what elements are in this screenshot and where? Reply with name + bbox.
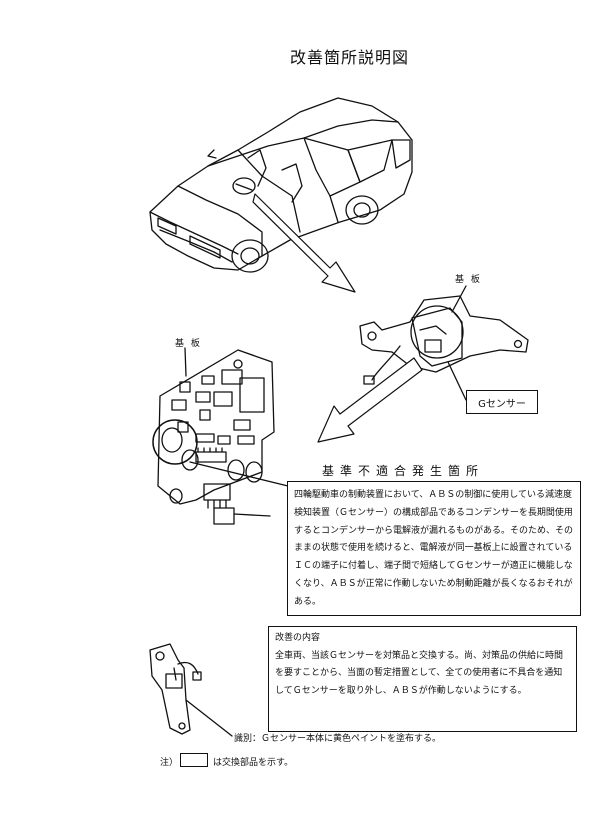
replacement-part-legend-box	[180, 753, 208, 767]
pointer-g-sensor	[447, 361, 467, 401]
leader-identification	[185, 699, 233, 737]
pointer-substrate-left	[184, 347, 187, 377]
defect-heading: 基準不適合発生箇所	[322, 464, 485, 478]
replacement-sensor-illustration	[149, 643, 202, 735]
arrow-car-to-sensor	[252, 193, 356, 293]
defect-body: 四輪駆動車の制動装置において、ＡＢＳの制御に使用している減速度検知装置（Ｇセンサ…	[294, 490, 574, 607]
car-illustration	[149, 97, 413, 273]
improvement-heading: 改善の内容	[275, 633, 321, 643]
pcb-illustration	[152, 349, 275, 525]
leader-defect	[189, 461, 289, 487]
g-sensor-label-box: Gセンサー	[466, 390, 538, 414]
note-suffix: は交換部品を示す。	[213, 758, 294, 768]
pointer-substrate-top	[451, 285, 467, 313]
note-prefix: 注）	[160, 758, 179, 768]
improvement-body: 全車両、当該Ｇセンサーを対策品と交換する。尚、対策品の供給に時間を要すことから、…	[275, 650, 564, 696]
page-title: 改善箇所説明図	[290, 48, 410, 67]
improvement-box: 改善の内容 全車両、当該Ｇセンサーを対策品と交換する。尚、対策品の供給に時間を要…	[268, 626, 577, 732]
g-sensor-label: Gセンサー	[478, 398, 526, 410]
defect-box: 四輪駆動車の制動装置において、ＡＢＳの制御に使用している減速度検知装置（Ｇセンサ…	[287, 481, 581, 616]
arrow-sensor-to-pcb	[317, 357, 423, 443]
label-substrate-top: 基 板	[455, 275, 482, 285]
identification-note: 識別：Ｇセンサー本体に黄色ペイントを塗布する。	[234, 734, 442, 744]
label-substrate-left: 基 板	[175, 339, 202, 349]
g-sensor-bracket-illustration	[359, 295, 529, 385]
